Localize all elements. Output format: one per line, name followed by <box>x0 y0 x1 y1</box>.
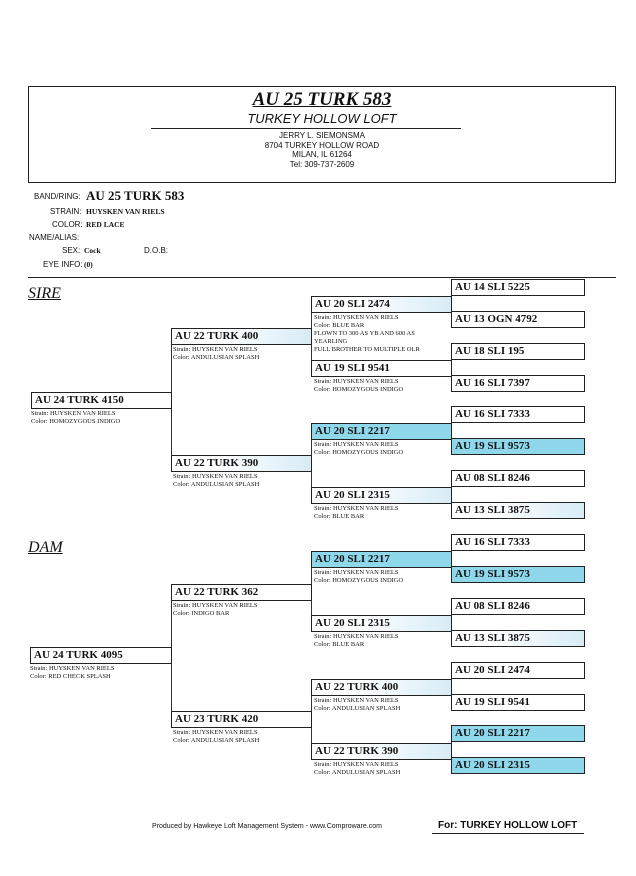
sire-band[interactable]: AU 24 TURK 4150 <box>31 392 172 409</box>
eye-info-value: (0) <box>84 260 93 269</box>
address-line: Tel: 309-737-2609 <box>289 159 355 169</box>
for-loft-text: For: TURKEY HOLLOW LOFT <box>438 820 578 831</box>
gen4-band[interactable]: AU 20 SLI 2474 <box>451 662 585 679</box>
dob-label: D.O.B: <box>144 246 169 255</box>
gen3-strain: Strain: HUYSKEN VAN RIELS <box>314 378 399 385</box>
dam-dam-color: Color: ANDULUSIAN SPLASH <box>173 737 260 744</box>
sex-value: Cock <box>84 246 101 255</box>
gen3-strain: Strain: HUYSKEN VAN RIELS <box>314 633 399 640</box>
gen4-band[interactable]: AU 19 SLI 9573 <box>451 566 585 583</box>
gen3-color: Color: HOMOZYGOUS INDIGO <box>314 386 404 393</box>
address-line: JERRY L. SIEMONSMA <box>279 131 365 140</box>
separator-line <box>28 277 616 278</box>
gen4-band[interactable]: AU 16 SLI 7333 <box>451 406 585 423</box>
loft-name: TURKEY HOLLOW LOFT <box>247 111 397 126</box>
gen3-band-dss[interactable]: AU 20 SLI 2217 <box>311 551 452 568</box>
band-label: BAND/RING: <box>34 192 81 201</box>
gen3-band-sss[interactable]: AU 20 SLI 2474 <box>311 296 452 313</box>
gen3-band-dds[interactable]: AU 22 TURK 400 <box>311 679 452 696</box>
dam-color: Color: RED CHECK SPLASH <box>30 673 111 680</box>
dam-dam-band[interactable]: AU 23 TURK 420 <box>171 711 312 728</box>
gen3-color: Color: HOMOZYGOUS INDIGO <box>314 449 404 456</box>
sire-color: Color: HOMOZYGOUS INDIGO <box>31 418 121 425</box>
band-value: AU 25 TURK 583 <box>86 188 185 203</box>
sire-section-label: SIRE <box>28 285 61 302</box>
gen4-band[interactable]: AU 13 OGN 4792 <box>451 311 585 328</box>
dam-strain: Strain: HUYSKEN VAN RIELS <box>30 665 115 672</box>
gen3-band-ddd[interactable]: AU 22 TURK 390 <box>311 743 452 760</box>
gen4-band[interactable]: AU 13 SLI 3875 <box>451 502 585 519</box>
gen3-band-sdd[interactable]: AU 20 SLI 2315 <box>311 487 452 504</box>
dam-sire-strain: Strain: HUYSKEN VAN RIELS <box>173 602 258 609</box>
gen4-band[interactable]: AU 19 SLI 9541 <box>451 694 585 711</box>
dam-band[interactable]: AU 24 TURK 4095 <box>30 647 172 664</box>
gen4-band[interactable]: AU 08 SLI 8246 <box>451 470 585 487</box>
gen3-strain: Strain: HUYSKEN VAN RIELS <box>314 505 399 512</box>
sire-strain: Strain: HUYSKEN VAN RIELS <box>31 410 116 417</box>
gen3-strain: Strain: HUYSKEN VAN RIELS <box>314 569 399 576</box>
gen4-band[interactable]: AU 20 SLI 2315 <box>451 757 585 774</box>
gen3-color: Color: BLUE BAR <box>314 322 365 329</box>
gen3-band-sds[interactable]: AU 20 SLI 2217 <box>311 423 452 440</box>
address-line: 8704 TURKEY HOLLOW ROAD <box>264 140 380 150</box>
sire-dam-band[interactable]: AU 22 TURK 390 <box>171 455 312 472</box>
gen4-band[interactable]: AU 16 SLI 7333 <box>451 534 585 551</box>
dam-sire-color: Color: INDIGO BAR <box>173 610 230 617</box>
sex-label: SEX: <box>62 246 81 255</box>
gen3-strain: Strain: HUYSKEN VAN RIELS <box>314 697 399 704</box>
sire-sire-strain: Strain: HUYSKEN VAN RIELS <box>173 346 258 353</box>
gen4-band[interactable]: AU 13 SLI 3875 <box>451 630 585 647</box>
pedigree-title: AU 25 TURK 583 <box>252 89 392 110</box>
gen4-band[interactable]: AU 18 SLI 195 <box>451 343 585 360</box>
name-alias-label: NAME/ALIAS: <box>29 233 80 242</box>
loft-address: JERRY L. SIEMONSMA 8704 TURKEY HOLLOW RO… <box>29 131 615 169</box>
header-box: AU 25 TURK 583 TURKEY HOLLOW LOFT JERRY … <box>28 86 616 183</box>
address-line: MILAN, IL 61264 <box>292 150 352 159</box>
loft-name-underline <box>151 128 461 129</box>
color-value: RED LACE <box>86 220 125 229</box>
gen3-strain: Strain: HUYSKEN VAN RIELS <box>314 761 399 768</box>
gen3-strain: Strain: HUYSKEN VAN RIELS <box>314 441 399 448</box>
dam-section-label: DAM <box>28 539 63 556</box>
eye-info-label: EYE INFO: <box>43 260 83 269</box>
footer-underline <box>432 833 584 834</box>
gen3-color: Color: BLUE BAR <box>314 641 365 648</box>
gen3-color: Color: ANDULUSIAN SPLASH <box>314 769 401 776</box>
gen3-color: Color: HOMOZYGOUS INDIGO <box>314 577 404 584</box>
sire-dam-color: Color: ANDULUSIAN SPLASH <box>173 481 260 488</box>
gen3-strain: Strain: HUYSKEN VAN RIELS <box>314 314 399 321</box>
sire-sire-band[interactable]: AU 22 TURK 400 <box>171 328 312 345</box>
gen4-band[interactable]: AU 19 SLI 9573 <box>451 438 585 455</box>
gen3-note: YEARLING <box>314 338 348 345</box>
dam-dam-strain: Strain: HUYSKEN VAN RIELS <box>173 729 258 736</box>
gen4-band[interactable]: AU 14 SLI 5225 <box>451 279 585 296</box>
gen3-band-ssd[interactable]: AU 19 SLI 9541 <box>311 360 452 377</box>
sire-sire-color: Color: ANDULUSIAN SPLASH <box>173 354 260 361</box>
gen4-band[interactable]: AU 08 SLI 8246 <box>451 598 585 615</box>
color-label: COLOR: <box>52 220 83 229</box>
gen3-note: FLOWN TO 300 AS YB AND 600 AS <box>314 330 415 337</box>
gen4-band[interactable]: AU 16 SLI 7397 <box>451 375 585 392</box>
sire-dam-strain: Strain: HUYSKEN VAN RIELS <box>173 473 258 480</box>
gen3-color: Color: ANDULUSIAN SPLASH <box>314 705 401 712</box>
strain-value: HUYSKEN VAN RIELS <box>86 207 165 216</box>
gen3-note: FULL BROTHER TO MULTIPLE OLR <box>314 346 420 353</box>
gen3-color: Color: BLUE BAR <box>314 513 365 520</box>
strain-label: STRAIN: <box>50 207 82 216</box>
gen3-band-dsd[interactable]: AU 20 SLI 2315 <box>311 615 452 632</box>
gen4-band[interactable]: AU 20 SLI 2217 <box>451 725 585 742</box>
produced-by-text: Produced by Hawkeye Loft Management Syst… <box>152 823 382 830</box>
dam-sire-band[interactable]: AU 22 TURK 362 <box>171 584 312 601</box>
